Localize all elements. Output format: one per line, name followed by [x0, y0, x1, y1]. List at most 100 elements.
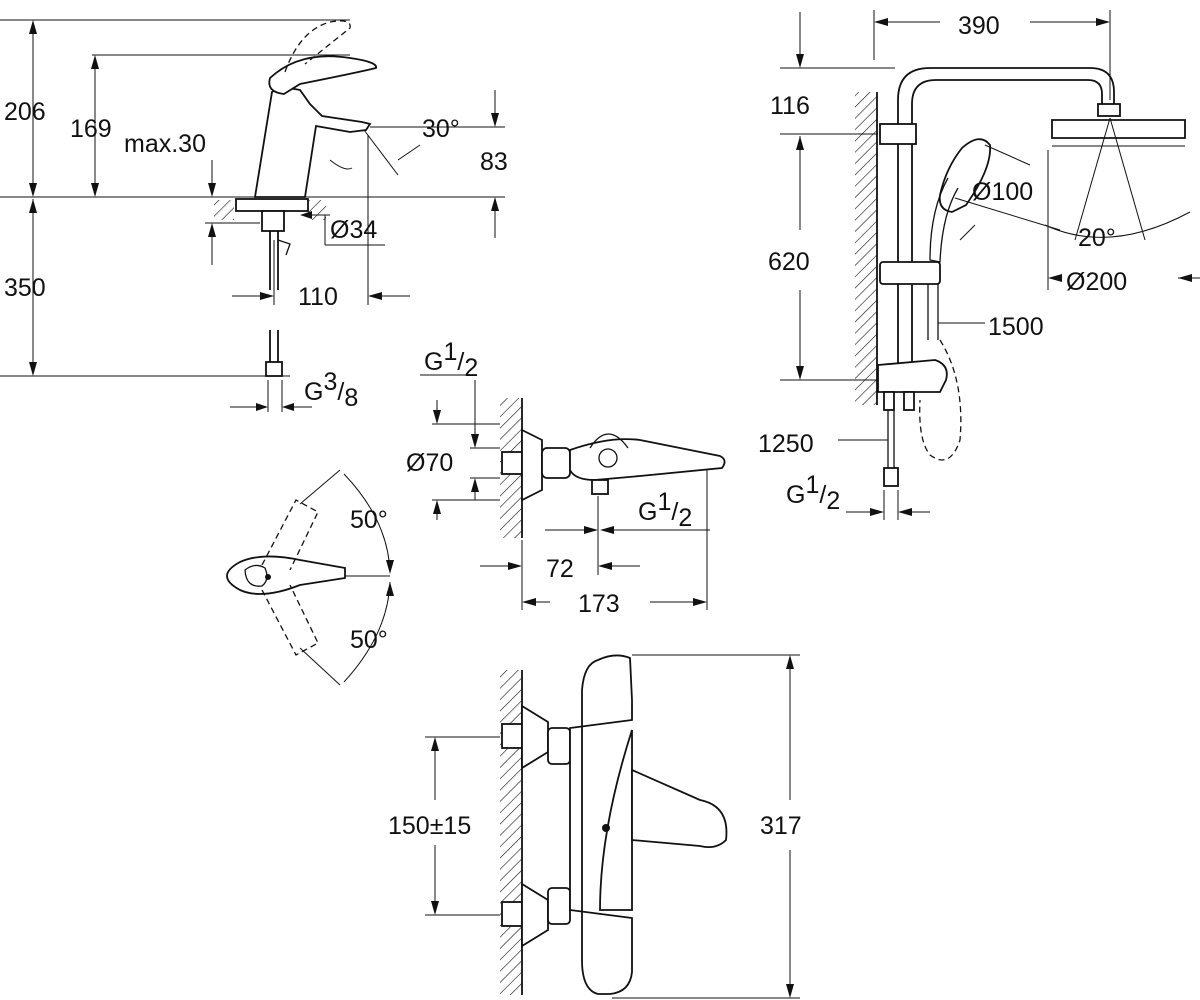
leader-hand [984, 144, 1031, 166]
arrow [584, 526, 598, 534]
thermostat-center [599, 729, 633, 911]
arrow [29, 183, 37, 197]
arrow [796, 366, 804, 380]
arrow [256, 403, 268, 411]
wall-hatch [500, 670, 522, 995]
head-shower-dim-label: Ø200 [1066, 268, 1127, 296]
outlet-connector [591, 479, 609, 495]
dim-350-label: 350 [4, 274, 46, 302]
connector-nut [265, 361, 283, 377]
angle-upper-label: 50° [350, 506, 388, 534]
indicator-dot [602, 824, 610, 832]
hand-shower-dim-label: Ø100 [972, 178, 1033, 206]
dim-hole-label: Ø34 [330, 216, 377, 244]
arrow [431, 737, 439, 751]
connector [541, 447, 571, 479]
dim-173-label: 173 [578, 590, 620, 618]
arrow [522, 598, 536, 606]
angle-line [363, 129, 399, 176]
control-knob [598, 448, 618, 468]
arrow [431, 901, 439, 915]
arrow [29, 199, 37, 213]
arrow [1178, 274, 1192, 282]
lever-raised-outline [284, 20, 351, 73]
dim-116-label: 116 [770, 92, 810, 120]
handle [589, 433, 629, 449]
arrow [1096, 18, 1110, 26]
arrow [386, 560, 394, 574]
arrow [796, 54, 804, 68]
arrow [368, 292, 382, 300]
arrow [208, 183, 216, 197]
mixer-inlet [903, 391, 915, 411]
lever-outline [226, 555, 346, 595]
arrow [491, 197, 499, 211]
dim-206-label: 206 [4, 98, 46, 126]
outlet-thread-label: G1/2 [638, 488, 692, 532]
mixer-inlet [883, 391, 895, 411]
arrow [29, 362, 37, 376]
hose-1250-label: 1250 [758, 430, 814, 458]
rosette-bottom [521, 882, 549, 948]
angle-ref [299, 647, 341, 686]
connection-nut [883, 467, 899, 487]
arrow [260, 292, 274, 300]
hand-shower-handle [929, 177, 959, 263]
wall-hatch [855, 92, 877, 405]
head-shower-joint [1097, 103, 1121, 117]
lever-top-view: 50° 50° [226, 469, 394, 686]
angle-lower-label: 50° [350, 626, 388, 654]
dim-30deg-label: 30° [422, 115, 460, 143]
leader-hand [954, 197, 1061, 231]
arrow [870, 508, 884, 516]
lever-swing-upper [261, 499, 319, 571]
angle-ref [299, 469, 341, 505]
mixer-body [569, 438, 726, 481]
arrow [693, 598, 707, 606]
faucet-body [253, 87, 372, 198]
arrow [433, 410, 441, 424]
dim-390-label: 390 [958, 12, 1000, 40]
hose-loop [919, 339, 962, 461]
slider-bracket [879, 261, 941, 285]
dim-max30-label: max.30 [124, 130, 206, 158]
faucet-lever [268, 55, 377, 95]
mounting-nut [261, 210, 285, 232]
spray-angle-label: 20° [1078, 224, 1116, 252]
shower-system-drawing: 390 116 620 Ø100 20° Ø200 1500 1250 G1/2 [758, 10, 1200, 520]
arrow [1048, 274, 1062, 282]
angle-arc [329, 159, 353, 170]
arrow [386, 582, 394, 596]
angle-leader [397, 144, 421, 161]
arrow [898, 508, 912, 516]
basin-mixer-drawing: 206 169 max.30 30° 83 Ø34 350 110 G3/8 [0, 19, 508, 412]
dim-72-label: 72 [546, 555, 574, 583]
inlet-nut [501, 451, 523, 475]
shower-arm [911, 79, 1103, 370]
hand-shower-head [938, 138, 991, 213]
connector-top [547, 727, 571, 765]
arrow [491, 113, 499, 127]
arrow [208, 223, 216, 237]
thermostat-body [569, 654, 633, 995]
leader-hand [959, 224, 976, 241]
arrow [598, 562, 612, 570]
connector-bottom [547, 887, 571, 925]
arrow [600, 526, 614, 534]
head-shower [1051, 119, 1186, 139]
arrow [433, 500, 441, 514]
deck-washer [235, 198, 309, 212]
arrow [508, 562, 522, 570]
spray-angle-line [1109, 117, 1146, 241]
hose-1500-label: 1500 [988, 313, 1044, 341]
arrow [471, 434, 479, 448]
lever-swing-lower [261, 584, 319, 656]
dim-317-label: 317 [760, 812, 802, 840]
inlet-thread-label: G1/2 [786, 471, 840, 515]
arrow [282, 403, 294, 411]
rosette-top [521, 704, 549, 770]
dim-83-label: 83 [480, 148, 508, 176]
arrow [91, 183, 99, 197]
wall-bracket-top [879, 123, 917, 145]
